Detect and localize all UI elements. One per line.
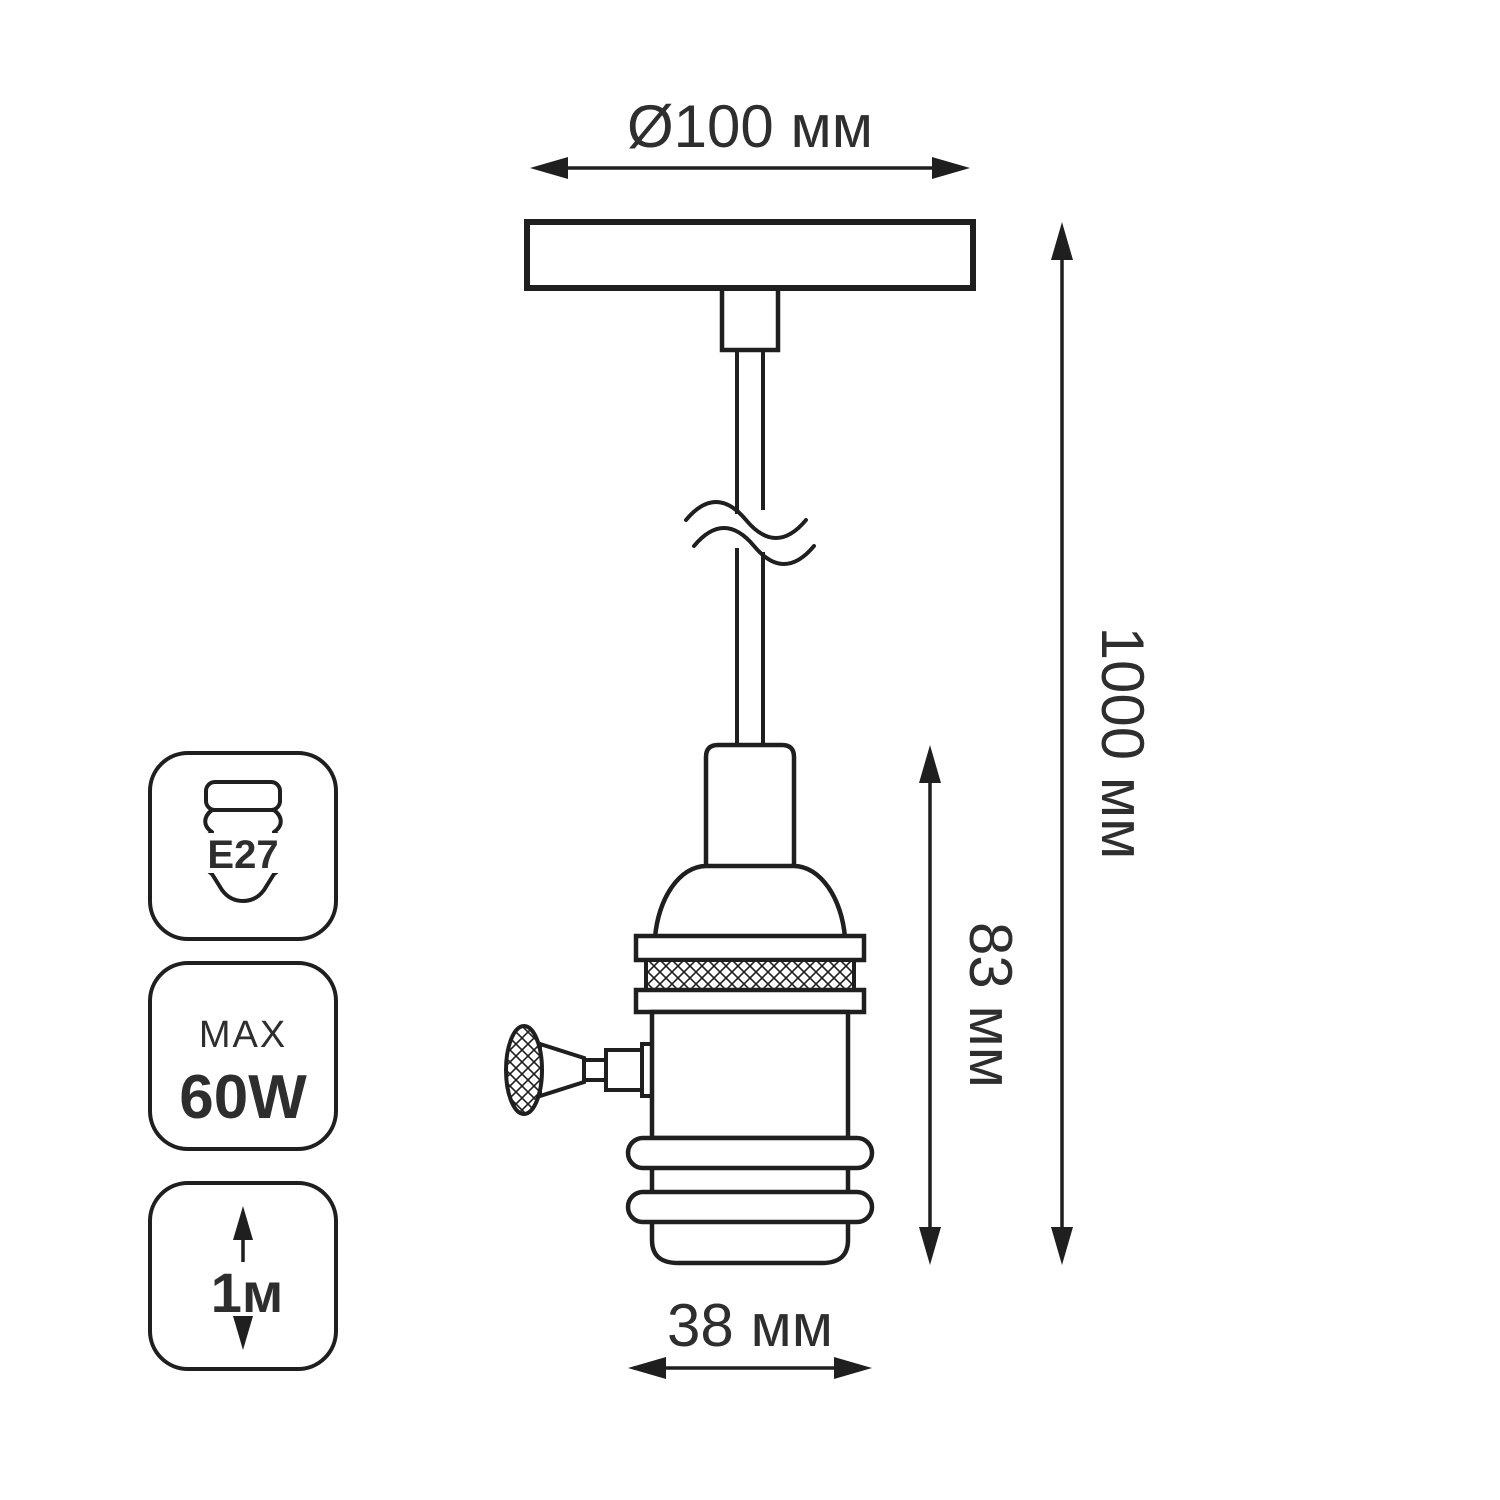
arrowhead-right-icon	[834, 1357, 872, 1379]
knob-cylinder	[604, 1048, 646, 1092]
badge-max-power: MAX 60W	[148, 961, 338, 1151]
knob-disc	[504, 1024, 544, 1116]
badge-socket-type-label: E27	[207, 833, 278, 877]
dim-label-overall-height: 1000 мм	[1089, 627, 1156, 860]
badge-outline	[148, 961, 338, 1151]
bottom-ring-1	[625, 1135, 875, 1171]
knob-shaft	[582, 1058, 608, 1082]
badge-socket-type: E27	[148, 751, 338, 941]
lamp-socket	[504, 742, 875, 1266]
arrowhead-down-icon	[1051, 1227, 1073, 1265]
badge-cable-length: 1м	[148, 1181, 338, 1371]
rotary-switch-knob	[504, 1024, 656, 1116]
badge-cable-length-label: 1м	[211, 1261, 284, 1324]
dim-label-canopy-diameter: Ø100 мм	[627, 93, 873, 160]
badge-max-label: MAX	[199, 1014, 287, 1056]
knurled-ring	[644, 958, 856, 992]
bottom-ring-2	[625, 1189, 875, 1225]
badge-wattage-label: 60W	[179, 1063, 307, 1132]
dim-overall-height: 1000 мм	[1051, 222, 1156, 1265]
dim-socket-diameter: 38 мм	[628, 1292, 872, 1379]
arrowhead-left-icon	[628, 1357, 666, 1379]
dim-socket-height: 83 мм	[919, 745, 1024, 1265]
vertical-double-arrow-icon	[233, 1206, 253, 1350]
arrowhead-down-icon	[233, 1316, 253, 1350]
socket-band-bottom	[633, 987, 867, 1015]
e27-label-bg	[200, 833, 286, 873]
bottom-cap	[649, 1222, 851, 1266]
dim-label-socket-diameter: 38 мм	[667, 1292, 833, 1359]
socket-neck	[703, 742, 797, 866]
ceiling-canopy	[524, 219, 976, 291]
e27-base-icon	[200, 780, 286, 903]
knob-cone	[538, 1041, 586, 1099]
arrowhead-up-icon	[919, 745, 941, 783]
cable-break	[684, 500, 816, 566]
badge-outline	[148, 1181, 338, 1371]
break-wave-top	[684, 500, 808, 540]
socket-band-top	[633, 933, 867, 963]
dim-canopy-diameter: Ø100 мм	[530, 93, 970, 179]
socket-body	[649, 1009, 851, 1141]
arrowhead-left-icon	[530, 157, 568, 179]
e27-base-cap	[204, 780, 282, 812]
arrowhead-down-icon	[919, 1227, 941, 1265]
dim-label-socket-height: 83 мм	[957, 922, 1024, 1088]
break-wave-bottom	[692, 526, 816, 566]
canopy-outline	[524, 219, 976, 291]
socket-shoulder	[652, 863, 848, 939]
suspension-cable	[735, 348, 765, 745]
arrowhead-up-icon	[233, 1206, 253, 1240]
arrowhead-up-icon	[1051, 222, 1073, 260]
arrowhead-right-icon	[932, 157, 970, 179]
